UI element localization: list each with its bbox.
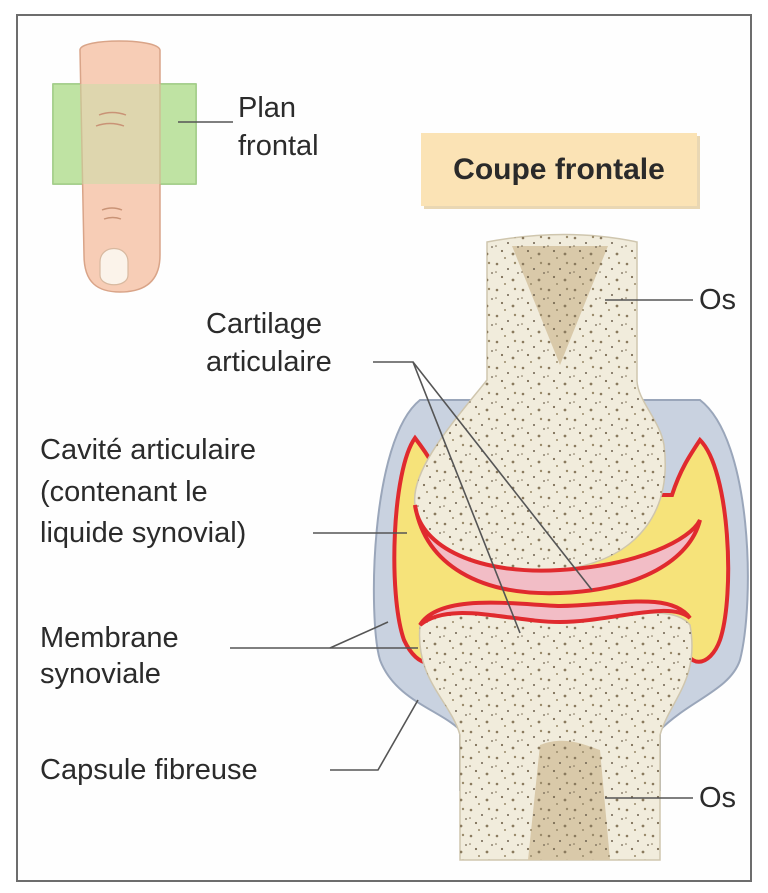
finger-plane-icon bbox=[53, 41, 233, 292]
label-plane-line2: frontal bbox=[238, 128, 319, 165]
leader-capsule bbox=[330, 700, 418, 770]
label-cavity-line2: (contenant le bbox=[40, 474, 208, 511]
label-capsule: Capsule fibreuse bbox=[40, 752, 258, 789]
fingernail bbox=[100, 249, 128, 285]
label-cavity-line1: Cavité articulaire bbox=[40, 432, 256, 469]
label-plane-line1: Plan bbox=[238, 90, 296, 127]
label-membrane-line1: Membrane bbox=[40, 620, 179, 657]
label-bone-bottom: Os bbox=[699, 780, 736, 817]
label-cavity-line3: liquide synovial) bbox=[40, 515, 246, 552]
label-membrane-line2: synoviale bbox=[40, 656, 161, 693]
label-cartilage-line1: Cartilage bbox=[206, 306, 322, 343]
diagram-title: Coupe frontale bbox=[453, 153, 665, 187]
label-bone-top: Os bbox=[699, 282, 736, 319]
title-box: Coupe frontale bbox=[421, 133, 697, 206]
label-cartilage-line2: articulaire bbox=[206, 344, 332, 381]
